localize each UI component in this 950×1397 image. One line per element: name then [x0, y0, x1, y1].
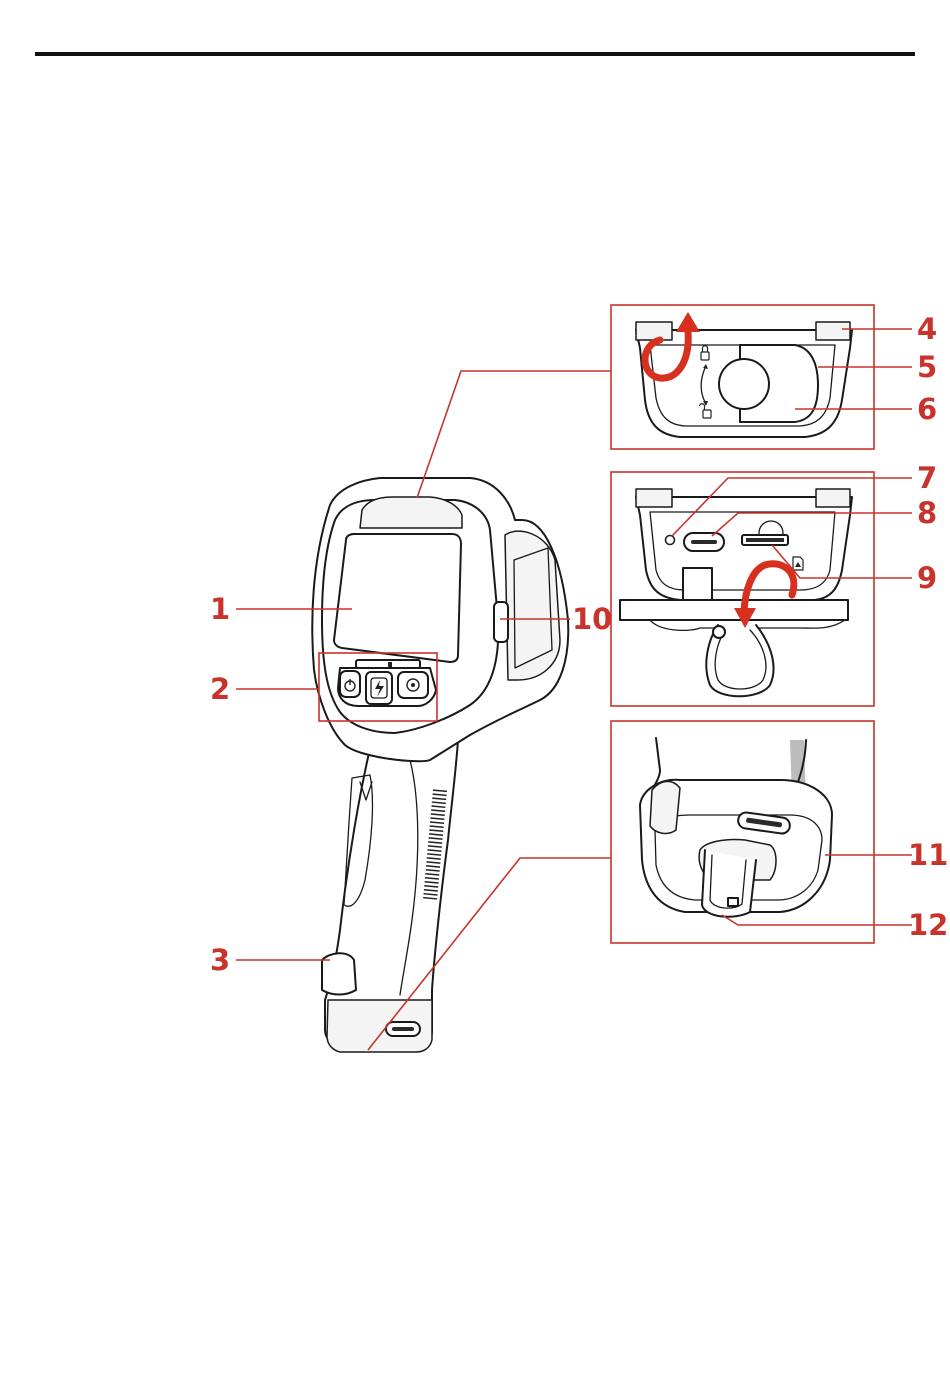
settings-button — [398, 672, 428, 698]
callout-6: 6 — [917, 392, 937, 426]
callout-1: 1 — [210, 592, 230, 626]
callout-4: 4 — [917, 312, 937, 346]
lens-cover-detail — [611, 305, 874, 449]
callout-8: 8 — [917, 496, 937, 530]
power-button — [340, 671, 360, 697]
interface-detail — [611, 472, 874, 706]
callout-2: 2 — [210, 672, 230, 706]
callout-9: 9 — [917, 561, 937, 595]
trigger-button — [494, 602, 508, 642]
callout-12: 12 — [908, 908, 948, 942]
display-screen — [334, 534, 461, 662]
callout-7: 7 — [917, 461, 937, 495]
capture-button — [366, 672, 392, 704]
callout-10: 10 — [572, 602, 612, 636]
bottom-detail — [611, 721, 874, 943]
lock-indicator-icon — [388, 662, 392, 667]
lens — [719, 359, 769, 409]
callout-5: 5 — [917, 350, 937, 384]
callout-11: 11 — [908, 838, 948, 872]
thermal-camera-body — [312, 478, 568, 1052]
callout-3: 3 — [210, 943, 230, 977]
